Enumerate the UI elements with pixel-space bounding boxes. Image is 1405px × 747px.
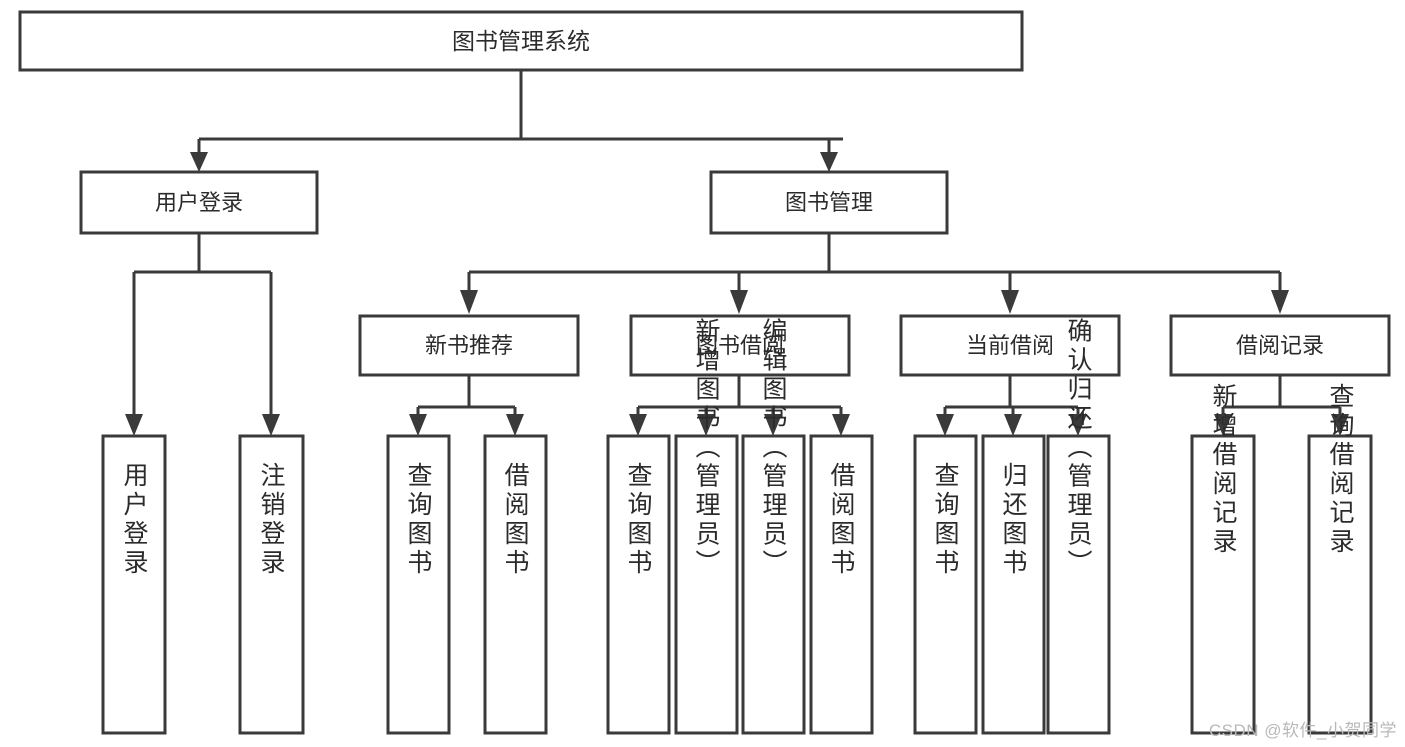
node-new-book-recommend[interactable]: 新书推荐 [358, 314, 580, 377]
arrow-to-book-management [820, 152, 838, 172]
leaf-return-book-box[interactable] [981, 434, 1046, 735]
leaf-logout-login-label: 注销登录 [257, 462, 286, 578]
arrow-leaf-user-login [125, 414, 143, 436]
leaf-add-book[interactable]: 新增图书（管理员） [674, 318, 739, 735]
arrow-leaf-borrow-book-2 [832, 414, 850, 436]
connector-layer [125, 70, 1349, 436]
node-borrow-record-label: 借阅记录 [1236, 333, 1324, 358]
leaf-query-book-2-label: 查询图书 [624, 462, 653, 578]
arrow-leaf-query-record [1331, 414, 1349, 436]
leaf-add-book-label: 新增图书（管理员） [692, 318, 721, 579]
leaf-return-book[interactable]: 归还图书 [981, 434, 1046, 735]
arrow-leaf-add-record [1214, 414, 1232, 436]
arrow-leaf-edit-book [764, 414, 782, 436]
node-borrow-record-box[interactable] [1169, 314, 1391, 377]
node-current-borrow-box[interactable] [899, 314, 1121, 377]
leaf-confirm-return[interactable]: 确认归还（管理员） [1046, 318, 1111, 735]
leaf-borrow-book-2-box[interactable] [809, 434, 874, 735]
leaf-query-book-3[interactable]: 查询图书 [913, 434, 978, 735]
node-book-borrow-label: 图书借阅 [696, 333, 784, 358]
arrow-leaf-query-book-2 [629, 414, 647, 436]
leaf-borrow-book-2-label: 借阅图书 [827, 462, 856, 578]
arrow-to-new-book-recommend [460, 290, 478, 314]
arrow-leaf-add-book [697, 414, 715, 436]
node-borrow-record[interactable]: 借阅记录 [1169, 314, 1391, 377]
node-book-management[interactable]: 图书管理 [709, 170, 949, 235]
node-current-borrow-label: 当前借阅 [966, 333, 1054, 358]
leaf-edit-book[interactable]: 编辑图书（管理员） [741, 318, 806, 735]
leaf-query-book-1[interactable]: 查询图书 [386, 434, 451, 735]
leaf-edit-book-box[interactable] [741, 434, 806, 735]
arrow-leaf-confirm-return [1069, 414, 1087, 436]
leaf-confirm-return-box[interactable] [1046, 434, 1111, 735]
leaf-query-book-3-box[interactable] [913, 434, 978, 735]
node-book-borrow[interactable]: 图书借阅 [629, 314, 851, 377]
arrow-to-book-borrow [730, 290, 748, 314]
leaf-query-book-1-box[interactable] [386, 434, 451, 735]
arrow-leaf-return-book [1004, 414, 1022, 436]
arrow-to-user-login [190, 152, 208, 172]
node-user-login-box[interactable] [79, 170, 319, 235]
arrow-to-current-borrow [1001, 290, 1019, 314]
leaf-query-record-box[interactable] [1307, 434, 1373, 735]
node-user-login-label: 用户登录 [155, 190, 243, 215]
node-root-label: 图书管理系统 [452, 28, 590, 54]
leaf-user-login-box[interactable] [101, 434, 167, 735]
leaf-query-record-label: 查询借阅记录 [1326, 383, 1355, 557]
leaf-logout-login-box[interactable] [238, 434, 305, 735]
node-book-management-box[interactable] [709, 170, 949, 235]
leaf-borrow-book-2[interactable]: 借阅图书 [809, 434, 874, 735]
arrow-leaf-query-book-1 [409, 414, 427, 436]
node-book-borrow-box[interactable] [629, 314, 851, 377]
leaf-query-book-1-label: 查询图书 [404, 462, 433, 578]
leaf-return-book-label: 归还图书 [999, 462, 1028, 578]
arrow-leaf-logout-login [262, 414, 280, 436]
leaf-query-record[interactable]: 查询借阅记录 [1307, 383, 1373, 735]
leaf-query-book-2[interactable]: 查询图书 [606, 434, 671, 735]
leaf-user-login-label: 用户登录 [120, 462, 149, 578]
leaf-add-record-label: 新增借阅记录 [1209, 383, 1238, 557]
leaf-confirm-return-label: 确认归还（管理员） [1064, 318, 1093, 579]
node-user-login[interactable]: 用户登录 [79, 170, 319, 235]
leaf-add-book-box[interactable] [674, 434, 739, 735]
node-book-management-label: 图书管理 [785, 190, 873, 215]
leaf-edit-book-label: 编辑图书（管理员） [759, 318, 788, 579]
arrow-leaf-borrow-book-1 [506, 414, 524, 436]
leaf-borrow-book-1-label: 借阅图书 [501, 462, 530, 578]
leaf-query-book-3-label: 查询图书 [931, 462, 960, 578]
node-new-book-recommend-box[interactable] [358, 314, 580, 377]
arrow-to-borrow-record [1271, 290, 1289, 314]
leaf-add-record[interactable]: 新增借阅记录 [1190, 383, 1256, 735]
node-root[interactable]: 图书管理系统 [18, 10, 1024, 72]
leaf-user-login[interactable]: 用户登录 [101, 434, 167, 735]
node-root-box[interactable] [18, 10, 1024, 72]
leaf-add-record-box[interactable] [1190, 434, 1256, 735]
leaf-logout-login[interactable]: 注销登录 [238, 434, 305, 735]
node-new-book-recommend-label: 新书推荐 [425, 333, 513, 358]
leaf-borrow-book-1-box[interactable] [483, 434, 548, 735]
arrow-leaf-query-book-3 [936, 414, 954, 436]
node-current-borrow[interactable]: 当前借阅 [899, 314, 1121, 377]
leaf-query-book-2-box[interactable] [606, 434, 671, 735]
leaf-borrow-book-1[interactable]: 借阅图书 [483, 434, 548, 735]
